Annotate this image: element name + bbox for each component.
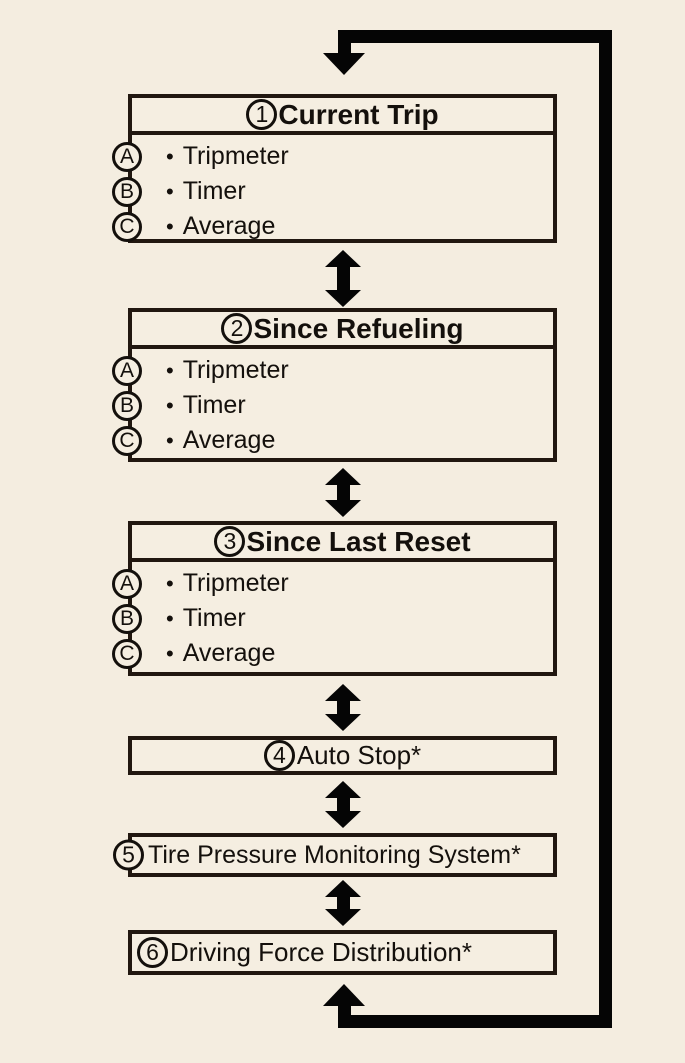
bullet-icon: • bbox=[166, 392, 174, 418]
arrowhead-up-icon bbox=[325, 468, 361, 485]
box-since-last-reset-title: Since Last Reset bbox=[246, 525, 471, 557]
item-label: Timer bbox=[182, 391, 246, 419]
box-current-trip-items: A • Tripmeter B • Timer C • Average bbox=[112, 135, 553, 244]
double-arrow-1-2 bbox=[325, 250, 361, 307]
arrowhead-down-icon bbox=[325, 909, 361, 926]
box-since-refueling-title: Since Refueling bbox=[253, 312, 464, 344]
bullet-icon: • bbox=[166, 605, 174, 631]
loop-entry-arrowhead-icon bbox=[323, 53, 365, 75]
box-auto-stop-title: Auto Stop* bbox=[296, 740, 422, 770]
box-since-refueling-items: A • Tripmeter B • Timer C • Average bbox=[112, 349, 553, 458]
circled-letter-c: C bbox=[112, 425, 142, 456]
circled-number-1: 1 bbox=[246, 99, 278, 130]
list-item: C • Average bbox=[112, 423, 553, 458]
circled-letter-b: B bbox=[112, 603, 142, 634]
arrowhead-down-icon bbox=[325, 811, 361, 828]
circled-number-3: 3 bbox=[214, 526, 246, 557]
bullet-icon: • bbox=[166, 570, 174, 596]
list-item: B • Timer bbox=[112, 388, 553, 423]
bullet-icon: • bbox=[166, 178, 174, 204]
list-item: A • Tripmeter bbox=[112, 353, 553, 388]
loop-line-bottom bbox=[338, 1015, 612, 1028]
item-label: Timer bbox=[182, 177, 246, 205]
arrowhead-down-icon bbox=[325, 714, 361, 731]
loop-line-right bbox=[599, 30, 612, 1028]
list-item: B • Timer bbox=[112, 174, 553, 209]
circled-number-5: 5 bbox=[113, 839, 144, 871]
loop-line-top bbox=[338, 30, 612, 43]
circled-letter-a: A bbox=[112, 355, 142, 386]
bullet-icon: • bbox=[166, 357, 174, 383]
circled-letter-b: B bbox=[112, 390, 142, 421]
arrowhead-down-icon bbox=[325, 500, 361, 517]
circled-letter-a: A bbox=[112, 141, 142, 172]
box-tpms-title: Tire Pressure Monitoring System* bbox=[148, 840, 521, 869]
circled-number-2: 2 bbox=[221, 313, 253, 344]
loop-return-shaft bbox=[338, 1004, 351, 1017]
item-label: Tripmeter bbox=[182, 142, 289, 170]
arrowhead-up-icon bbox=[325, 880, 361, 897]
double-arrow-3-4 bbox=[325, 684, 361, 731]
loop-entry-shaft bbox=[338, 41, 351, 54]
box-since-last-reset-items: A • Tripmeter B • Timer C • Average bbox=[112, 562, 553, 671]
list-item: A • Tripmeter bbox=[112, 139, 553, 174]
arrowhead-up-icon bbox=[325, 781, 361, 798]
bullet-icon: • bbox=[166, 427, 174, 453]
double-arrow-5-6 bbox=[325, 880, 361, 926]
circled-number-6: 6 bbox=[137, 937, 168, 968]
item-label: Tripmeter bbox=[182, 569, 289, 597]
bullet-icon: • bbox=[166, 213, 174, 239]
item-label: Tripmeter bbox=[182, 356, 289, 384]
arrowhead-up-icon bbox=[325, 684, 361, 701]
list-item: C • Average bbox=[112, 636, 553, 671]
circled-letter-c: C bbox=[112, 211, 142, 242]
circled-letter-a: A bbox=[112, 568, 142, 599]
box-driving-force-distribution-title: Driving Force Distribution* bbox=[170, 937, 472, 967]
item-label: Timer bbox=[182, 604, 246, 632]
item-label: Average bbox=[182, 426, 276, 454]
list-item: C • Average bbox=[112, 209, 553, 244]
item-label: Average bbox=[182, 212, 276, 240]
circled-letter-c: C bbox=[112, 638, 142, 669]
double-arrow-4-5 bbox=[325, 781, 361, 828]
circled-letter-b: B bbox=[112, 176, 142, 207]
double-arrow-2-3 bbox=[325, 468, 361, 517]
box-current-trip-title: Current Trip bbox=[278, 98, 439, 130]
loop-return-arrowhead-icon bbox=[323, 984, 365, 1006]
bullet-icon: • bbox=[166, 640, 174, 666]
circled-number-4: 4 bbox=[263, 740, 295, 771]
arrowhead-down-icon bbox=[325, 290, 361, 307]
list-item: A • Tripmeter bbox=[112, 566, 553, 601]
list-item: B • Timer bbox=[112, 601, 553, 636]
bullet-icon: • bbox=[166, 143, 174, 169]
arrowhead-up-icon bbox=[325, 250, 361, 267]
item-label: Average bbox=[182, 639, 276, 667]
